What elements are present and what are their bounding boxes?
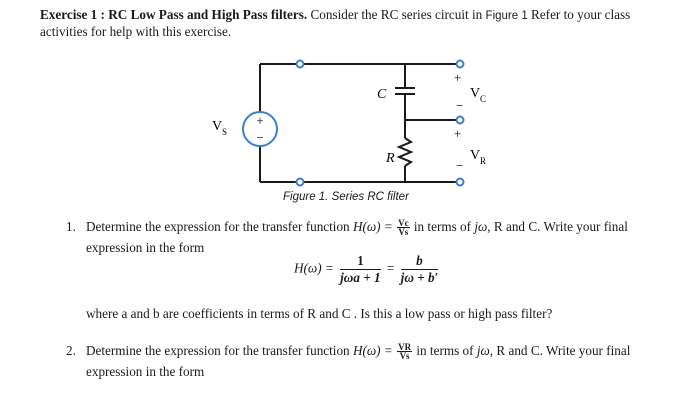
intro-text-1: Consider the RC series circuit in <box>310 7 483 22</box>
q2-text-a: Determine the expression for the transfe… <box>86 343 350 358</box>
f2-top: b <box>400 253 439 270</box>
terminal-top-left <box>295 59 305 69</box>
q1-text-c: , R and C. Write your final <box>487 219 628 234</box>
q2-jw: jω <box>476 343 490 358</box>
capacitor-label: C <box>377 87 387 102</box>
terminal-mid <box>455 115 465 125</box>
resistor-label: R <box>385 151 395 166</box>
vr-label: V <box>470 148 480 163</box>
q1-text-a: Determine the expression for the transfe… <box>86 219 350 234</box>
q1-number: 1. <box>66 219 76 234</box>
source-subscript: S <box>222 127 227 137</box>
q1-jw: jω <box>474 219 488 234</box>
terminal-bottom-left <box>295 177 305 187</box>
q1-frac-top: Vc <box>397 218 410 229</box>
q2-number: 2. <box>66 343 76 358</box>
source-label: V <box>212 119 222 134</box>
question-2: 2. Determine the expression for the tran… <box>66 343 676 380</box>
vc-plus: + <box>454 70 461 85</box>
vc-label: V <box>470 86 480 101</box>
f1-bot: jωa + 1 <box>340 270 381 285</box>
terminal-vr-bottom <box>455 177 465 187</box>
q2-hw: H(ω) = <box>352 343 393 358</box>
formula-lhs: H(ω) = <box>294 260 334 276</box>
voltage-source-icon <box>242 111 278 147</box>
source-minus: − <box>256 130 263 145</box>
resistor-zigzag <box>396 137 414 167</box>
vc-subscript: C <box>480 94 486 104</box>
vr-subscript: R <box>480 156 486 166</box>
q1-line2: expression in the form <box>86 240 205 256</box>
vr-plus: + <box>454 126 461 141</box>
formula-eq: = <box>386 260 395 276</box>
q2-frac-bot: Vs <box>399 351 410 362</box>
f1-top: 1 <box>340 253 381 270</box>
question-1: 1. Determine the expression for the tran… <box>66 219 666 256</box>
intro-text-2: Refer to your class activities for help … <box>40 7 631 39</box>
rc-circuit-diagram: + − V S C R + − + − V C V R <box>212 59 486 187</box>
q2-text-c: , R and C. Write your final <box>489 343 631 358</box>
vc-minus: − <box>456 98 463 113</box>
intro-paragraph: Exercise 1 : RC Low Pass and High Pass f… <box>40 7 670 40</box>
q2-line2: expression in the form <box>86 364 205 380</box>
q2-frac-top: VR <box>397 342 413 353</box>
f2-bot: jω + b′ <box>400 270 439 285</box>
figure-caption: Figure 1. Series RC filter <box>283 191 409 203</box>
exercise-heading: Exercise 1 : RC Low Pass and High Pass f… <box>40 7 308 22</box>
q1-hw: H(ω) = <box>352 219 393 234</box>
q1-frac-bot: Vs <box>398 227 409 238</box>
q2-text-b: in terms of <box>416 343 474 358</box>
terminal-vc-top <box>455 59 465 69</box>
source-plus: + <box>256 113 263 128</box>
vr-minus: − <box>456 158 463 173</box>
q1-line3: where a and b are coefficients in terms … <box>86 306 553 321</box>
q1-text-b: in terms of <box>413 219 472 234</box>
figure-reference: Figure 1 <box>485 10 528 22</box>
